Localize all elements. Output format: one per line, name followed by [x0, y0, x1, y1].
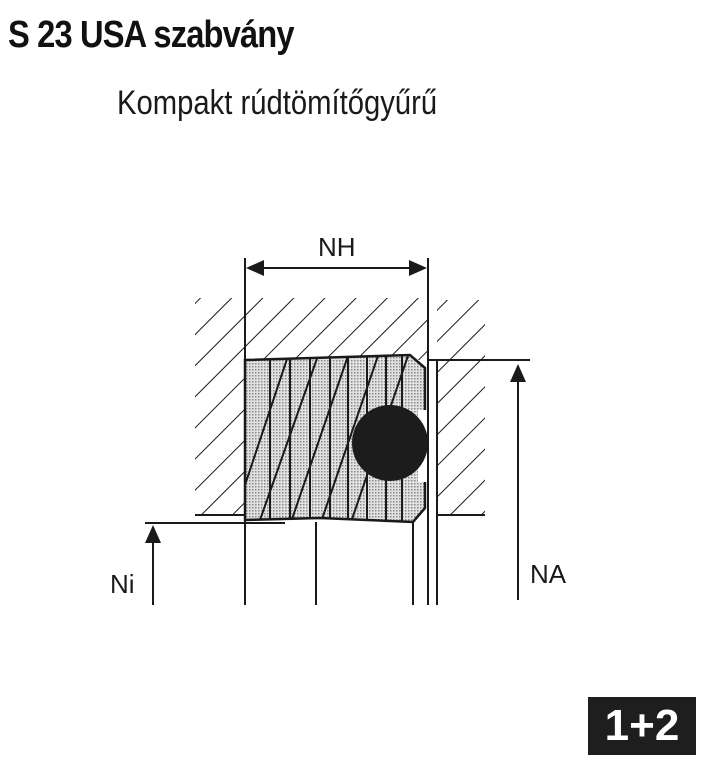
ni-label: Ni: [110, 569, 135, 599]
dimension-arrows: [145, 260, 526, 543]
page-subtitle: Kompakt rúdtömítőgyűrű: [117, 84, 438, 122]
nh-label: NH: [318, 232, 356, 262]
o-ring: [352, 405, 428, 481]
housing-hatch: [195, 298, 485, 516]
na-label: NA: [530, 559, 567, 589]
page-title: S 23 USA szabvány: [8, 14, 295, 56]
category-badge: 1+2: [588, 697, 696, 755]
dimension-lines: [145, 258, 530, 605]
